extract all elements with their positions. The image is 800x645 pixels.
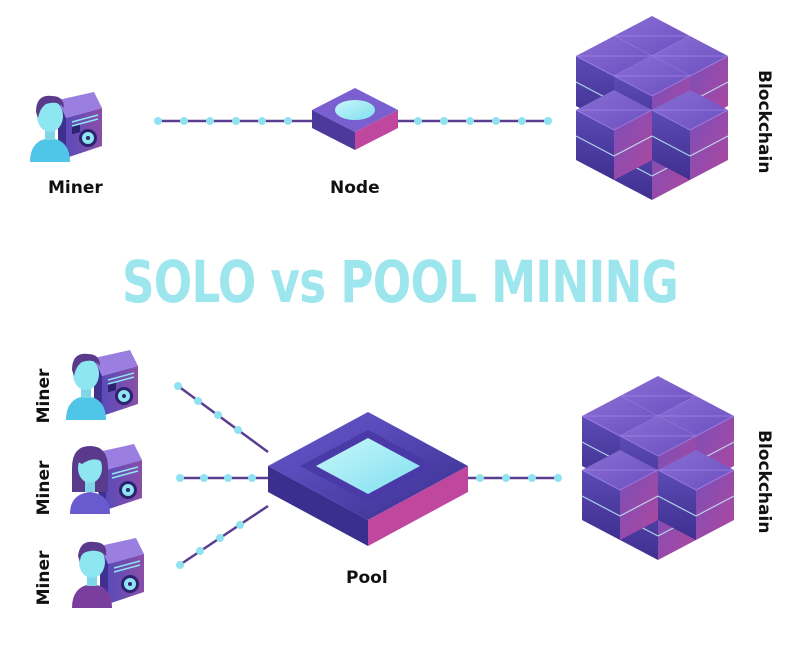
node-label: Node bbox=[330, 178, 380, 198]
pool-link-blockchain bbox=[468, 474, 562, 482]
node-device bbox=[312, 88, 398, 150]
solo-blockchain-cubes bbox=[575, 15, 729, 201]
pool-miner-figure-1 bbox=[65, 349, 139, 421]
pool-label: Pool bbox=[346, 568, 388, 588]
pool-miner-label-2: Miner bbox=[34, 460, 54, 516]
pool-miner-label-3: Miner bbox=[34, 550, 54, 606]
pool-link-miner-2 bbox=[176, 474, 268, 482]
solo-link-node-blockchain bbox=[398, 117, 552, 125]
page-title: SOLO vs POOL MINING bbox=[121, 248, 679, 316]
pool-link-miner-3 bbox=[176, 504, 269, 569]
solo-miner-label: Miner bbox=[48, 178, 103, 198]
pool-blockchain-label: Blockchain bbox=[754, 430, 774, 534]
pool-miner-figure-2 bbox=[69, 443, 143, 515]
solo-blockchain-label: Blockchain bbox=[754, 70, 774, 174]
pool-miner-label-1: Miner bbox=[34, 368, 54, 424]
pool-blockchain-cubes bbox=[581, 375, 735, 561]
pool-link-miner-1 bbox=[174, 382, 269, 454]
solo-link-miner-node bbox=[154, 117, 312, 125]
pool-miner-figure-3 bbox=[71, 537, 145, 609]
solo-miner-figure bbox=[29, 91, 103, 163]
pool-device bbox=[268, 412, 468, 546]
